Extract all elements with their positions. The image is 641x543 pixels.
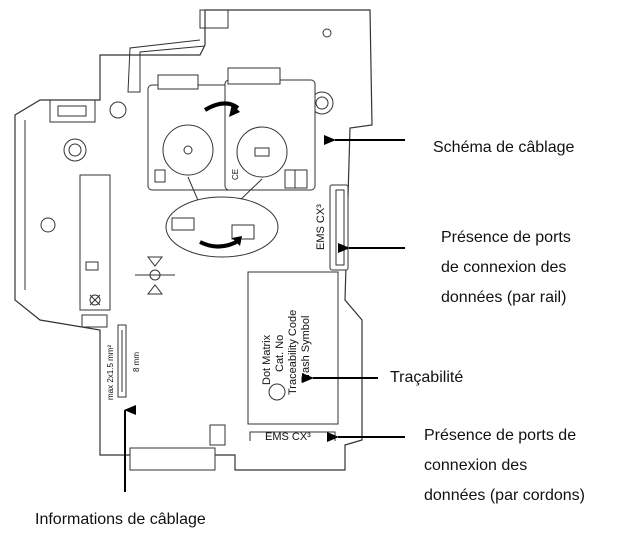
marking-panel-hole <box>268 383 286 401</box>
operating-lever <box>79 174 111 328</box>
module-right <box>224 67 316 191</box>
wiring-info-line: 8 mm <box>132 352 141 372</box>
label-line: données (par rail) <box>441 289 567 306</box>
module-left <box>147 74 234 191</box>
label-line: Présence de ports <box>441 229 571 246</box>
marking-line: Traceability Code <box>287 310 299 395</box>
marking-line: Cat. No <box>274 335 286 372</box>
label-traceability: Traçabilité <box>390 369 464 386</box>
top-latch <box>127 9 229 93</box>
label-line: données (par cordons) <box>424 487 585 504</box>
lateral-port-label: EMS CX³ <box>315 204 327 250</box>
wiring-info-line: max 2x1.5 mm² <box>106 345 115 400</box>
bottom-port-label: EMS CX³ <box>265 431 311 443</box>
left-clip <box>14 99 96 300</box>
label-wiring-diagram: Schéma de câblage <box>433 139 575 156</box>
rotate-arrow-top <box>203 101 240 112</box>
label-line: Présence de ports de <box>424 427 577 444</box>
marking-panel <box>247 271 339 425</box>
marking-line: Dot Matrix <box>261 334 273 385</box>
detail-oval <box>165 196 279 258</box>
label-line: de connexion des <box>441 259 567 276</box>
label-cord-ports: Présence de ports de connexion des donné… <box>424 424 585 508</box>
marking-lines: Dot Matrix Cat. No Traceability Code Tra… <box>261 310 312 395</box>
rail-port <box>329 184 349 271</box>
label-wiring-info: Informations de câblage <box>35 511 206 528</box>
bottom-feet <box>129 424 226 471</box>
label-line: connexion des <box>424 457 528 474</box>
toggle-indicator <box>135 256 175 295</box>
marking-line: Trash Symbol <box>300 316 312 383</box>
label-rail-ports: Présence de ports de connexion des donné… <box>441 226 571 310</box>
strip-gauge <box>117 324 127 398</box>
cover-mark: CE <box>231 169 240 180</box>
